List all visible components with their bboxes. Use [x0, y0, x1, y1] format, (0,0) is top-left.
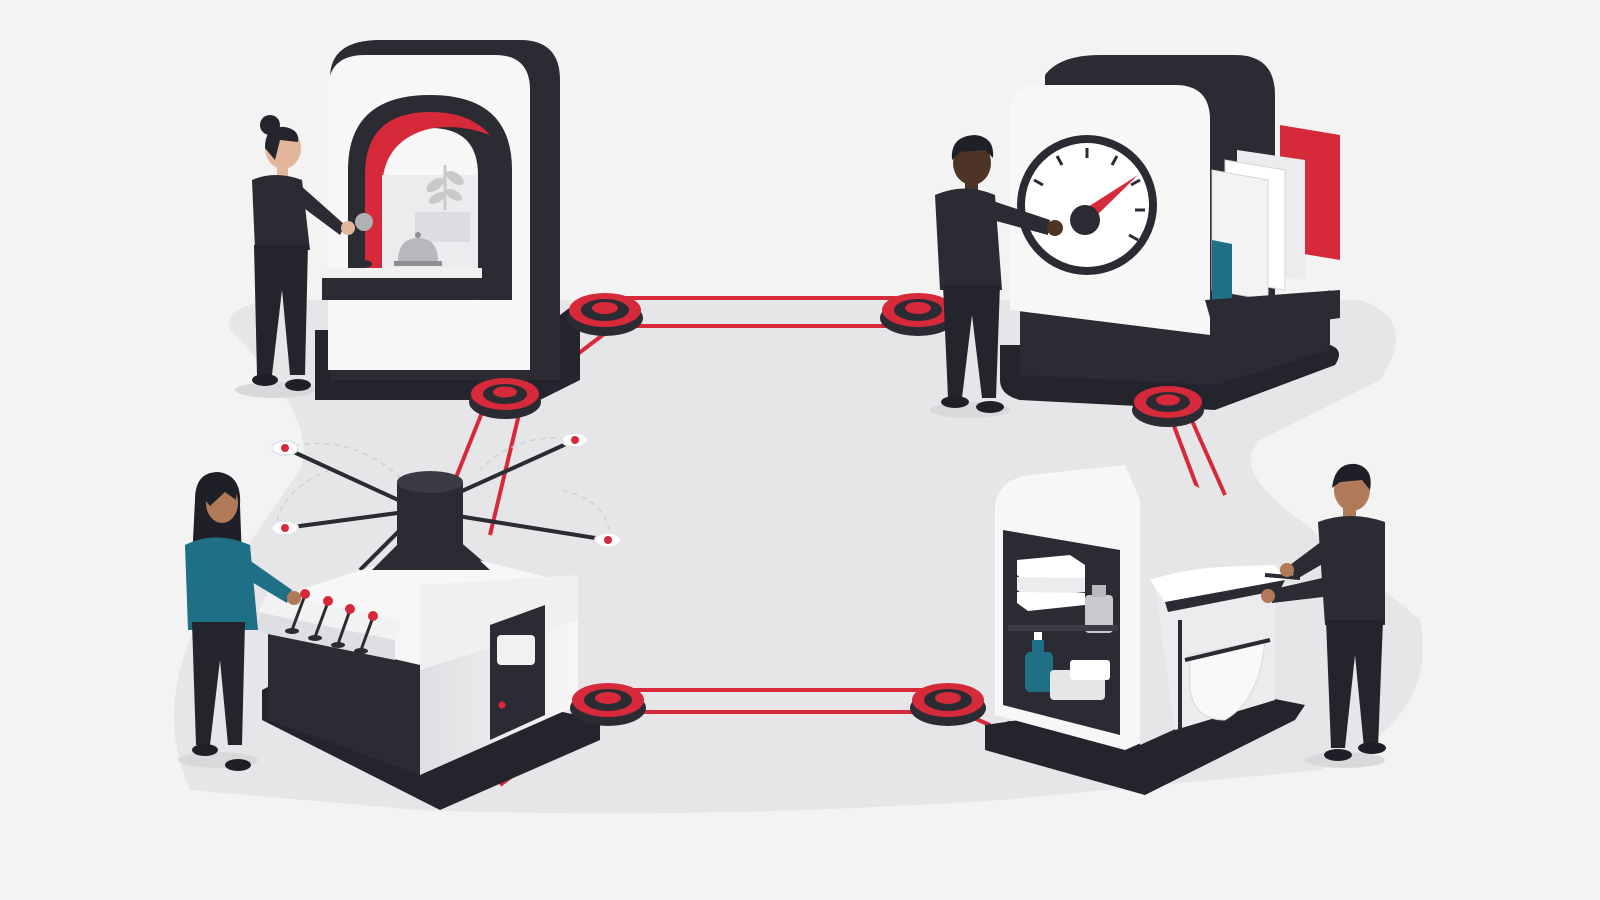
reception-desk-station: [315, 40, 580, 400]
bottle-icon: [1085, 585, 1113, 633]
node-5: [570, 683, 646, 726]
node-3: [469, 378, 541, 419]
gauge-and-files-station: [1000, 55, 1340, 410]
person-pushing-cart: [1261, 463, 1386, 768]
housekeeping-station: [985, 465, 1305, 795]
person-front-desk: [235, 115, 355, 398]
laundry-cart-icon: [1150, 565, 1301, 741]
connection-nodes: [469, 293, 1204, 726]
control-hub-station: [258, 432, 622, 810]
towels-icon: [1017, 555, 1085, 611]
plant-icon: [426, 165, 464, 210]
blue-bottle-icon: [1025, 632, 1053, 692]
node-4: [1132, 386, 1204, 427]
node-6: [910, 683, 986, 726]
person-turning-dial: [930, 135, 1063, 418]
service-bell-icon: [394, 232, 442, 266]
connection-line: [453, 404, 487, 481]
person-operating-levers: [178, 472, 301, 771]
door-icon: [497, 635, 535, 709]
joystick-icon: [352, 213, 373, 268]
dial-gauge-icon: [1017, 135, 1157, 275]
file-folders-icon: [1205, 125, 1340, 335]
node-2: [880, 293, 956, 336]
node-1: [567, 293, 643, 336]
